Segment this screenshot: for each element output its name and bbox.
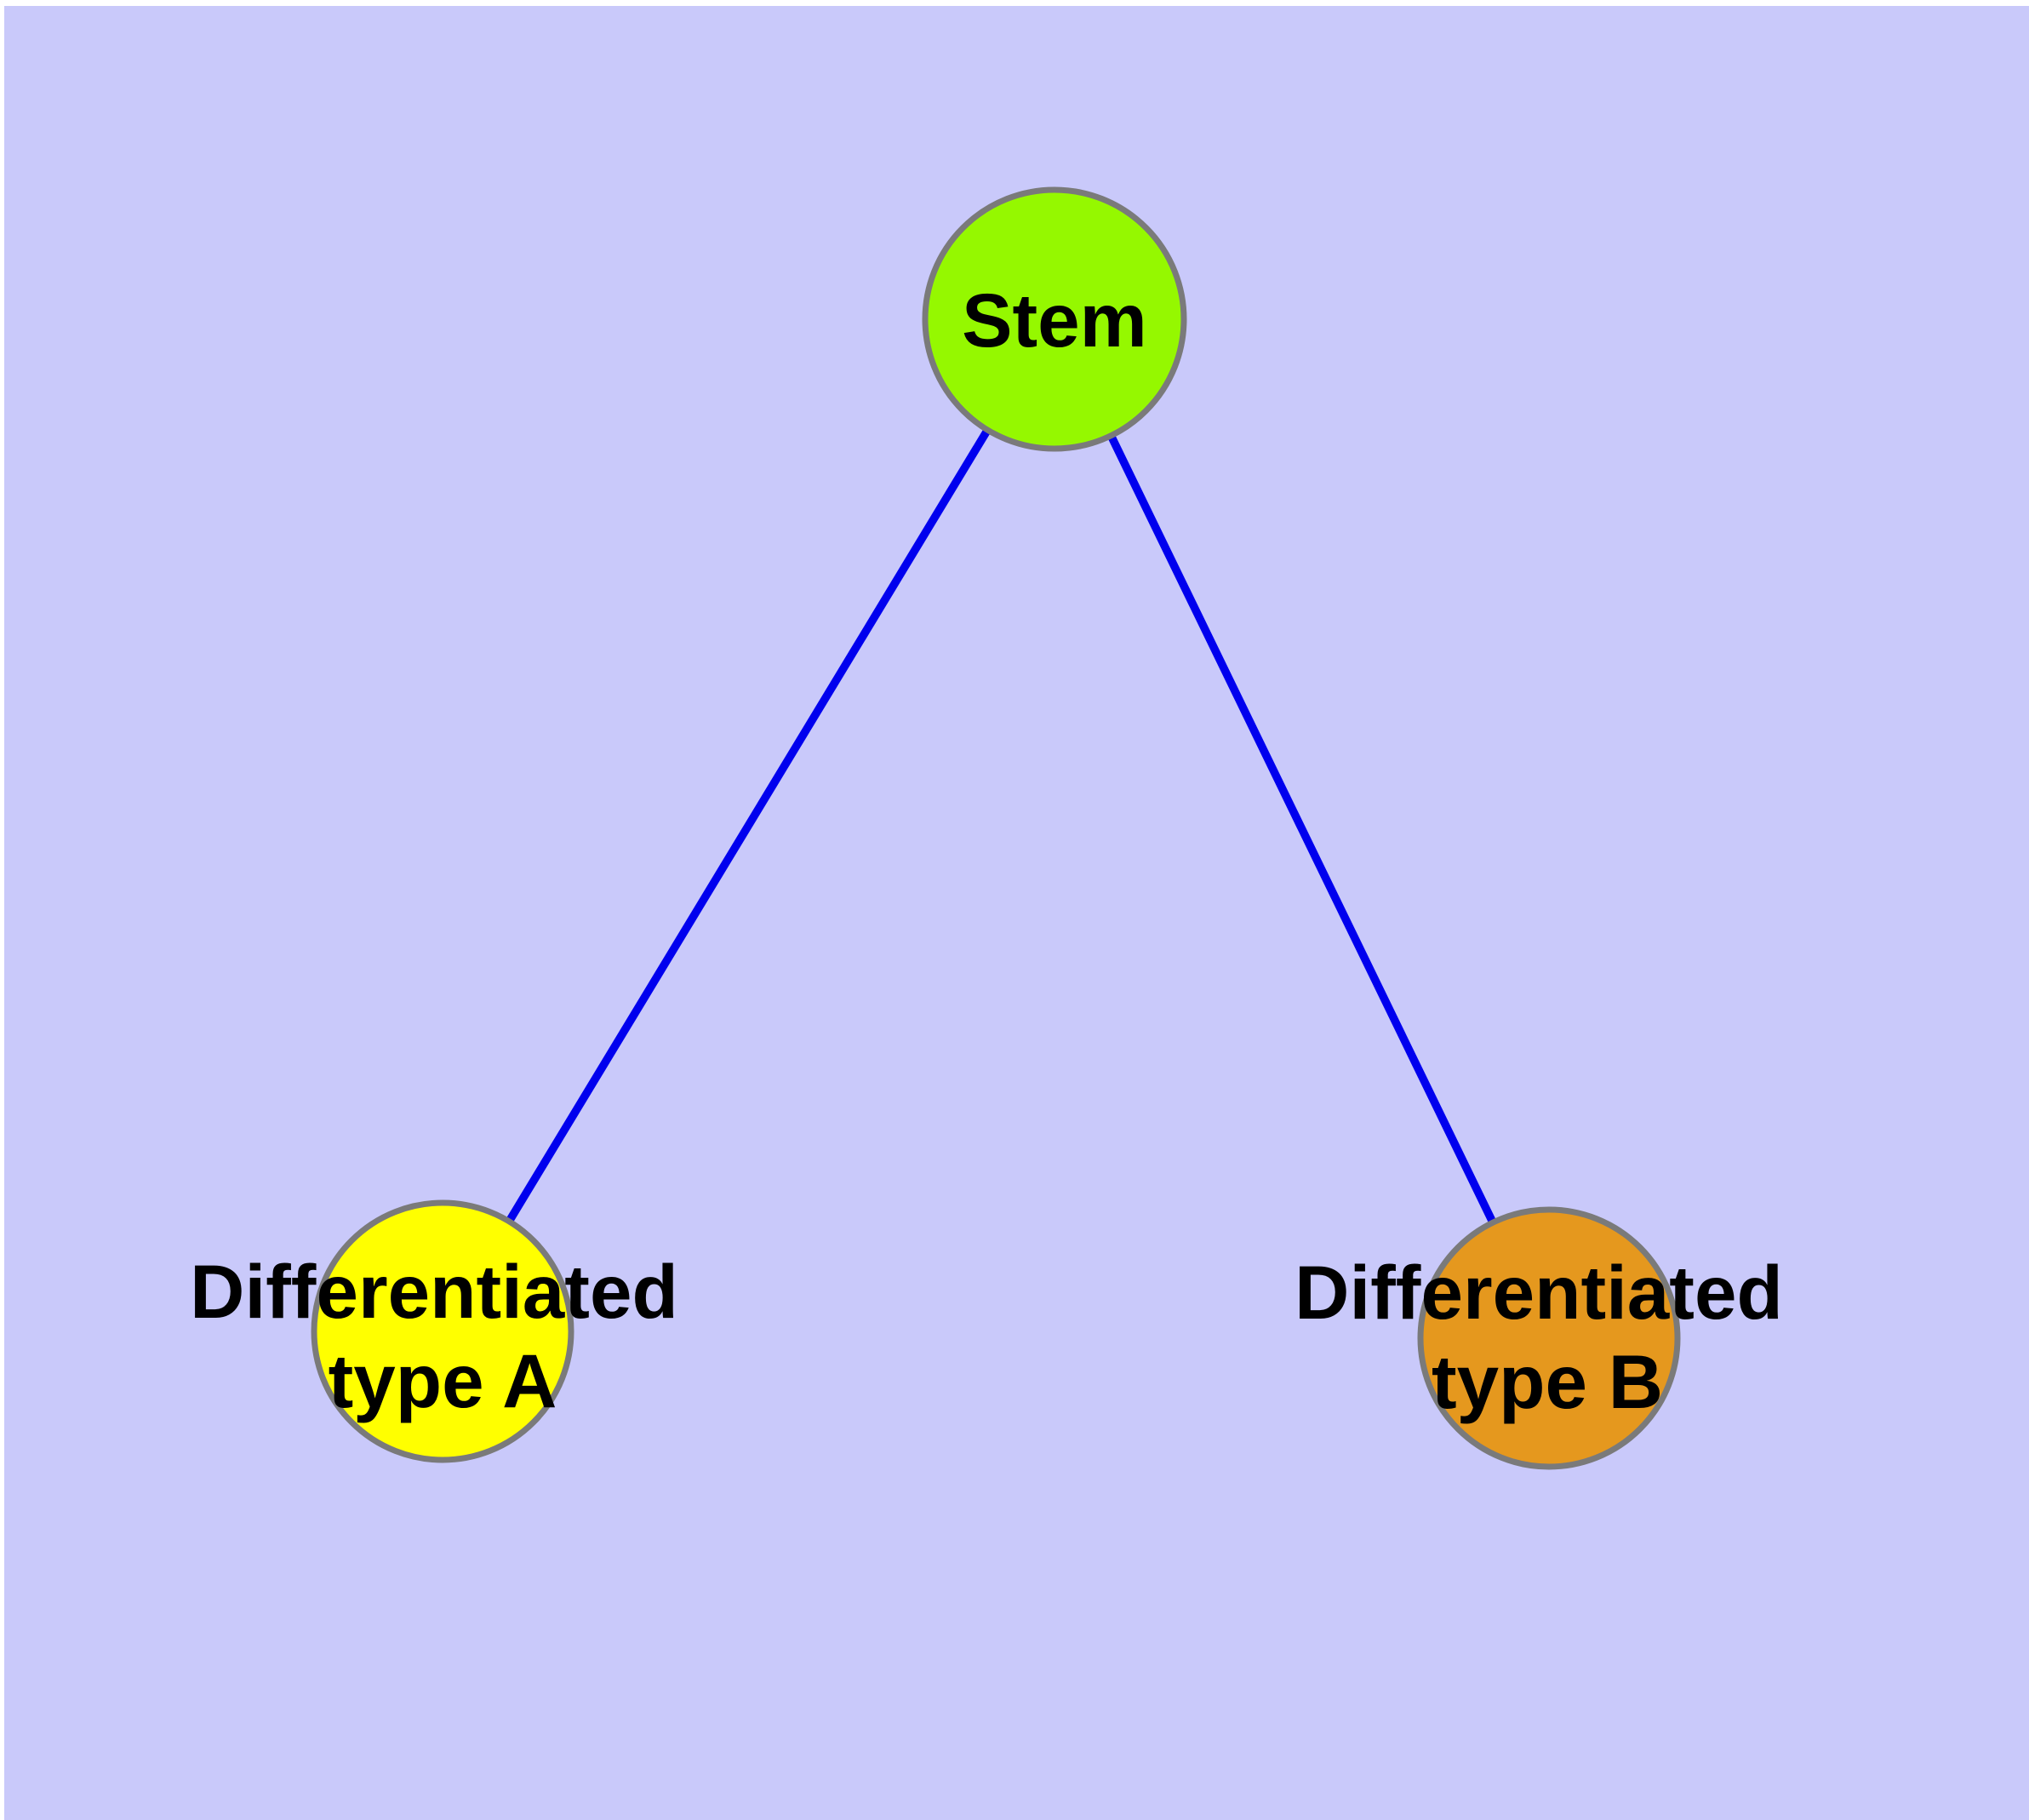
node-type-a-label-line1: Differentiated xyxy=(190,1249,678,1334)
edge-stem-to-type-a xyxy=(438,317,1059,1334)
node-type-b-label-line2: type B xyxy=(1432,1339,1663,1424)
edges xyxy=(438,317,1553,1341)
edge-stem-to-type-b xyxy=(1050,317,1553,1341)
node-type-b-label-line1: Differentiated xyxy=(1295,1250,1783,1335)
node-type-b-circle xyxy=(1417,1206,1681,1470)
node-stem-label: Stem xyxy=(962,278,1147,363)
node-differentiated-type-a: Differentiated type A xyxy=(190,1199,678,1463)
node-type-a-label-line2: type A xyxy=(329,1338,557,1423)
node-differentiated-type-b: Differentiated type B xyxy=(1295,1206,1783,1470)
node-stem-circle xyxy=(922,186,1187,452)
node-stem: Stem xyxy=(922,186,1187,452)
node-type-a-circle xyxy=(311,1199,574,1463)
